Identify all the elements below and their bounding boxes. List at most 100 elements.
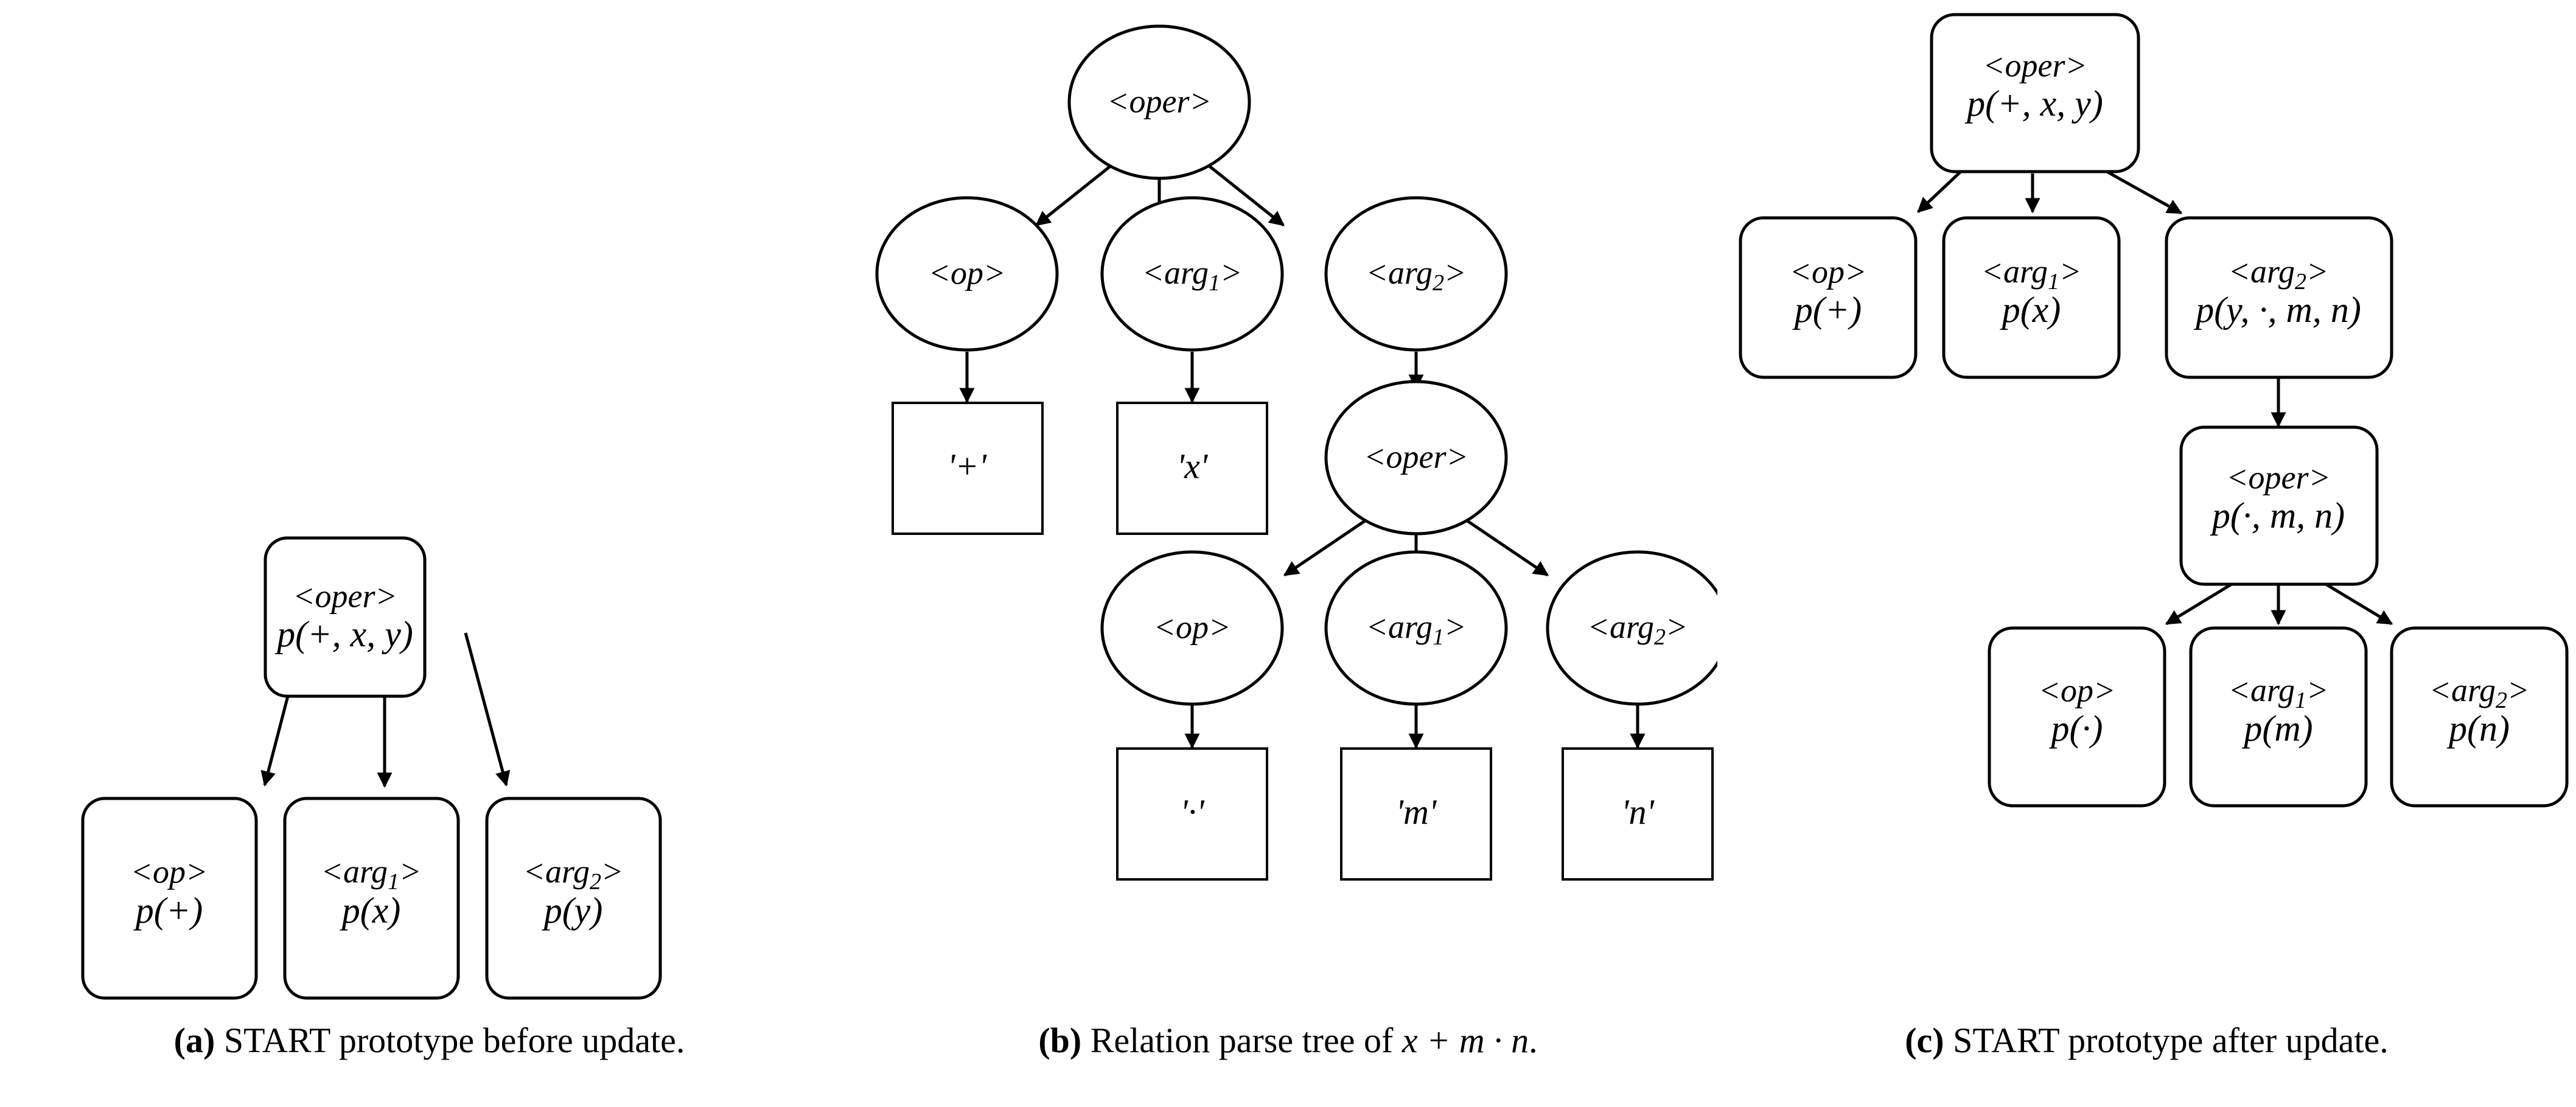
node-arg2[interactable]: <arg2> p(y)	[485, 797, 662, 1000]
node-arg1-2-tag: <arg1>	[1366, 609, 1467, 649]
leaf-plus-shape	[892, 402, 1044, 535]
node-arg1[interactable]: <arg1> p(x)	[1942, 216, 2121, 379]
node-arg1-2-shape	[1324, 550, 1508, 706]
panel-a-diagram: <oper> p(+, x, y) <op> p(+) <arg1> p(x) …	[81, 536, 662, 1000]
leaf-plus-text: '+'	[948, 446, 988, 486]
panel-c-edges-level1	[1917, 170, 2183, 215]
node-op2[interactable]: <op>	[1100, 550, 1284, 706]
edge-oper2-to-arg2-2	[1456, 512, 1549, 577]
node-op2-pred: p(·)	[2049, 708, 2103, 749]
edge-oper1-to-op1	[1035, 157, 1122, 226]
node-arg1[interactable]: <arg1> p(x)	[283, 797, 460, 1000]
node-op-pred: p(+)	[1792, 290, 1862, 330]
node-oper-root-shape	[1930, 13, 2140, 173]
edge-oper2-to-op2	[1283, 512, 1376, 577]
panel-a-caption-text: START prototype before update.	[215, 1021, 685, 1060]
node-arg2-pred: p(y)	[542, 890, 603, 931]
node-arg2-2-tag: <arg2>	[2429, 672, 2530, 713]
node-arg1-tag: <arg1>	[1981, 253, 2082, 294]
node-oper1[interactable]: <oper>	[1067, 24, 1251, 180]
leaf-m-shape	[1340, 747, 1492, 881]
node-op[interactable]: <op> p(+)	[81, 797, 258, 1000]
node-arg2-1[interactable]: <arg2>	[1324, 196, 1508, 352]
edge-oper2-to-arg2-2	[2325, 582, 2393, 626]
node-op1-shape	[875, 196, 1059, 352]
node-arg1-tag: <arg1>	[321, 853, 422, 894]
leaf-x-text: 'x'	[1177, 446, 1209, 486]
node-arg1-2[interactable]: <arg1> p(m)	[2189, 626, 2368, 808]
edge-root-to-op	[1917, 170, 1962, 213]
leaf-plus[interactable]: '+'	[892, 402, 1044, 535]
panel-a-caption-tag: (a)	[173, 1021, 215, 1060]
node-op1-tag: <op>	[929, 254, 1006, 291]
leaf-m[interactable]: 'm'	[1340, 747, 1492, 881]
panel-c-diagram: <oper> p(+, x, y) <op> p(+) <arg1> p(x) …	[1739, 13, 2569, 808]
node-arg1-2-shape	[2189, 626, 2368, 808]
node-arg2[interactable]: <arg2> p(y, ·, m, n)	[2165, 216, 2393, 379]
node-arg1-shape	[283, 797, 460, 1000]
node-op2[interactable]: <op> p(·)	[1988, 626, 2166, 808]
node-oper-root[interactable]: <oper> p(+, x, y)	[1930, 13, 2140, 173]
edge-oper1-to-arg2	[1198, 157, 1285, 226]
panel-b-caption-end: .	[1529, 1021, 1538, 1060]
node-op[interactable]: <op> p(+)	[1739, 216, 1918, 379]
node-arg2-2[interactable]: <arg2> p(n)	[2390, 626, 2569, 808]
node-arg1-1[interactable]: <arg1>	[1100, 196, 1284, 352]
node-op2-shape	[1988, 626, 2166, 808]
node-arg2-1-tag: <arg2>	[1366, 254, 1467, 295]
panel-b-edges-level2	[959, 352, 1424, 403]
panel-c-edges-level3	[2165, 582, 2393, 626]
node-op2-tag: <op>	[2039, 672, 2116, 708]
panel-c-caption: (c) START prototype after update.	[1717, 1020, 2576, 1061]
node-arg1-1-tag: <arg1>	[1142, 254, 1243, 295]
node-oper-root-tag: <oper>	[1983, 47, 2087, 83]
panel-b-diagram: <oper> <op> <arg1> <arg2> '+'	[875, 24, 1717, 881]
node-oper2-tag: <oper>	[2226, 459, 2331, 495]
node-arg2-shape	[2165, 216, 2393, 379]
panel-b-caption: (b) Relation parse tree of x + m · n.	[859, 1020, 1717, 1061]
node-arg2-1-shape	[1324, 196, 1508, 352]
node-oper1-tag: <oper>	[1107, 83, 1212, 119]
node-op-tag: <op>	[1790, 253, 1867, 290]
leaf-x[interactable]: 'x'	[1116, 402, 1268, 535]
panel-c-caption-tag: (c)	[1905, 1021, 1944, 1060]
node-oper1-shape	[1067, 24, 1251, 180]
node-arg2-2-shape	[1546, 550, 1717, 706]
leaf-n-text: 'n'	[1621, 792, 1655, 831]
node-arg1-1-shape	[1100, 196, 1284, 352]
node-arg1-2-tag: <arg1>	[2229, 672, 2329, 713]
edge-root-to-arg2	[2106, 170, 2183, 215]
panel-b-caption-tag: (b)	[1038, 1021, 1082, 1060]
node-oper2-shape	[2179, 425, 2379, 586]
node-arg2-tag: <arg2>	[2229, 253, 2329, 294]
leaf-dot[interactable]: '·'	[1116, 747, 1268, 881]
node-op1[interactable]: <op>	[875, 196, 1059, 352]
node-arg2-pred: p(y, ·, m, n)	[2193, 290, 2361, 330]
node-op2-shape	[1100, 550, 1284, 706]
node-oper2[interactable]: <oper>	[1324, 380, 1508, 536]
panel-c-caption-text: START prototype after update.	[1944, 1021, 2389, 1060]
node-op-tag: <op>	[131, 853, 208, 890]
node-arg2-shape	[485, 797, 662, 1000]
panel-b-relation-parse-tree: <oper> <op> <arg1> <arg2> '+'	[859, 0, 1717, 1107]
node-oper-root-pred: p(+, x, y)	[1964, 83, 2103, 124]
node-arg2-tag: <arg2>	[523, 853, 624, 894]
node-oper-root-shape	[264, 536, 427, 698]
node-arg1-2[interactable]: <arg1>	[1324, 550, 1508, 706]
node-oper-root-tag: <oper>	[293, 578, 397, 614]
node-arg2-2[interactable]: <arg2>	[1546, 550, 1717, 706]
leaf-n[interactable]: 'n'	[1562, 747, 1714, 881]
edge-root-to-arg2	[464, 632, 511, 787]
node-oper-root[interactable]: <oper> p(+, x, y)	[264, 536, 427, 698]
node-arg1-pred: p(x)	[2000, 290, 2061, 330]
node-arg2-2-shape	[2390, 626, 2569, 808]
node-arg1-2-pred: p(m)	[2241, 708, 2312, 749]
node-oper-root-pred: p(+, x, y)	[274, 614, 413, 654]
leaf-dot-shape	[1116, 747, 1268, 881]
node-oper2-pred: p(·, m, n)	[2210, 495, 2345, 536]
node-oper2-tag: <oper>	[1364, 438, 1468, 475]
node-op2-tag: <op>	[1154, 609, 1231, 645]
node-op-shape	[1739, 216, 1918, 379]
node-oper2[interactable]: <oper> p(·, m, n)	[2179, 425, 2379, 586]
node-arg2-2-tag: <arg2>	[1588, 609, 1688, 649]
